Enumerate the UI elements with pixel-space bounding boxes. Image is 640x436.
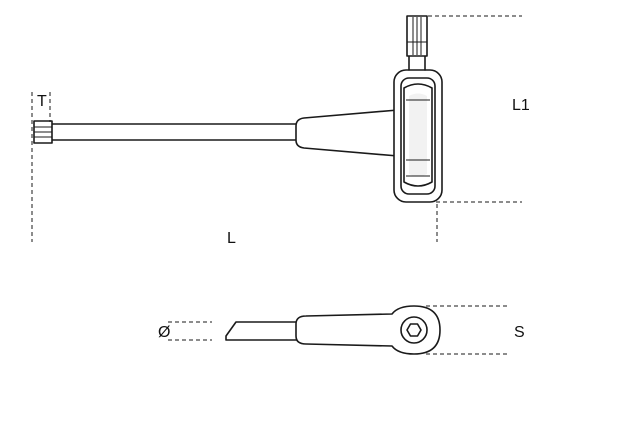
dimension-s: S (426, 305, 525, 355)
label-l1: L1 (512, 97, 530, 114)
label-diameter: Ø (158, 324, 170, 341)
label-s: S (514, 324, 525, 341)
label-l: L (227, 230, 236, 247)
hex-socket (400, 316, 428, 344)
handle-neck (295, 109, 399, 157)
side-handle (295, 305, 441, 355)
label-t: T (37, 93, 47, 110)
short-arm-torx-tip (406, 15, 428, 57)
dimension-t: T (31, 92, 51, 242)
side-view: Ø S (158, 305, 525, 355)
dimension-diameter: Ø (158, 321, 212, 341)
t-handle (393, 69, 443, 203)
side-shaft (225, 321, 299, 341)
dimension-l1: L1 (428, 15, 530, 203)
top-view: T L L1 (31, 15, 530, 247)
long-shaft (51, 123, 299, 141)
dimension-l: L (227, 204, 438, 247)
long-arm-torx-tip (33, 120, 53, 144)
short-arm (408, 55, 426, 71)
